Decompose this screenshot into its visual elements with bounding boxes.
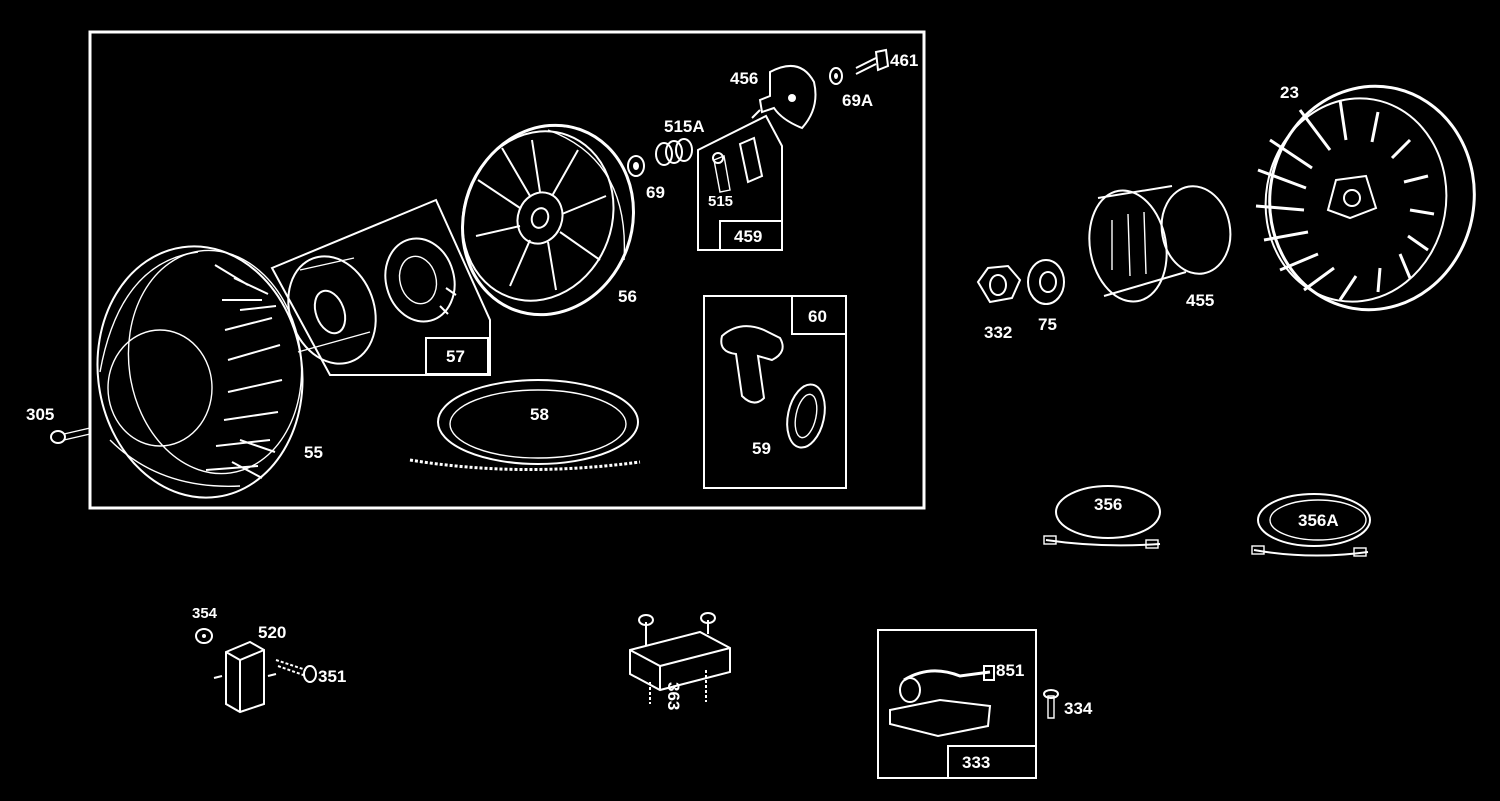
label-55: 55 (304, 443, 323, 462)
label-851: 851 (996, 661, 1024, 680)
label-333: 333 (962, 753, 990, 772)
label-334: 334 (1064, 699, 1093, 718)
label-75: 75 (1038, 315, 1057, 334)
label-56: 56 (618, 287, 637, 306)
part-456-retainer (751, 64, 817, 130)
part-58-starter-rope (409, 379, 641, 471)
part-69a-washer (829, 67, 843, 85)
part-57-panel (270, 198, 491, 376)
part-56-pulley-wheel (461, 123, 635, 317)
label-363: 363 (664, 682, 683, 710)
label-305: 305 (26, 405, 54, 424)
part-455-starter-cup (1088, 185, 1232, 303)
label-23: 23 (1280, 83, 1299, 102)
part-354-nut (195, 628, 213, 644)
label-332: 332 (984, 323, 1012, 342)
part-55-starter-housing (96, 245, 304, 499)
part-334-screw (1043, 689, 1059, 719)
label-455: 455 (1186, 291, 1214, 310)
label-456: 456 (730, 69, 758, 88)
label-356a: 356A (1298, 511, 1339, 530)
part-305-screw (50, 427, 91, 444)
label-69a: 69A (842, 91, 873, 110)
label-461: 461 (890, 51, 918, 70)
label-59: 59 (752, 439, 771, 458)
label-515: 515 (708, 193, 733, 210)
part-75-washer (1027, 259, 1065, 305)
label-60: 60 (808, 307, 827, 326)
part-333-panel (877, 629, 1037, 779)
part-60-panel (703, 295, 847, 489)
part-356-wire (1043, 485, 1161, 549)
label-69: 69 (646, 183, 665, 202)
label-354: 354 (192, 605, 218, 622)
label-58: 58 (530, 405, 549, 424)
label-356: 356 (1094, 495, 1122, 514)
part-459-panel (697, 114, 783, 251)
label-57: 57 (446, 347, 465, 366)
part-363-bracket (629, 612, 731, 704)
label-351: 351 (318, 667, 346, 686)
part-515a-spring (655, 138, 693, 166)
part-332-nut (976, 264, 1022, 304)
label-459: 459 (734, 227, 762, 246)
label-520: 520 (258, 623, 286, 642)
label-515a: 515A (664, 117, 705, 136)
part-356a-wire (1251, 493, 1371, 557)
part-69-washer (627, 155, 645, 177)
starter-assembly-frame (88, 30, 926, 510)
part-23-flywheel (1255, 84, 1476, 312)
part-351-screw (275, 659, 317, 683)
part-461-screw (855, 48, 890, 75)
part-labels: 23 55 56 57 58 59 60 69 69A 75 305 332 3… (26, 51, 1339, 772)
part-520-module (213, 640, 277, 714)
